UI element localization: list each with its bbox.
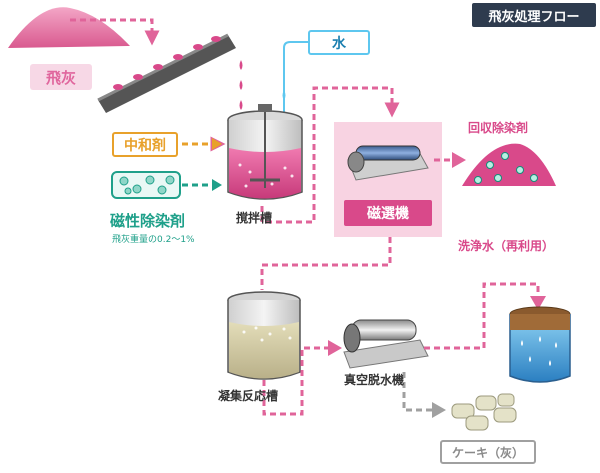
magnetic-separator-label: 磁選機: [344, 200, 432, 226]
recovered-decon-label: 回収除染剤: [468, 121, 529, 135]
floc-to-dewater-arrow: [262, 346, 332, 416]
neutralizer-label: 中和剤: [112, 132, 178, 157]
recovered-decon-pile-icon: [462, 143, 556, 186]
wash-water-label: 洗浄水（再利用）: [458, 239, 555, 253]
fly-ash-arrow: [70, 18, 160, 46]
water-pipe: [283, 41, 338, 120]
tank-to-separator-arrow: [260, 86, 400, 224]
dewater-to-water-arrow: [424, 282, 540, 350]
vacuum-dewater-icon: [343, 319, 429, 369]
fly-ash-pile-icon: [8, 7, 130, 48]
flocculation-tank-label: 凝集反応槽: [218, 389, 279, 403]
cake-label: ケーキ（灰）: [440, 440, 536, 464]
vacuum-dewater-label: 真空脱水機: [344, 373, 405, 387]
magnetic-decon-icon: [111, 171, 181, 199]
magnetic-decon-label: 磁性除染剤: [110, 212, 186, 230]
water-tank-icon: [509, 306, 571, 383]
conveyor-icon: [97, 33, 236, 113]
mixing-tank-label: 撹拌槽: [236, 211, 273, 225]
dosage-note: 飛灰重量の0.2〜1%: [112, 235, 195, 245]
separator-to-floc-arrow: [260, 237, 392, 290]
cake-icon: [451, 393, 517, 431]
mixing-tank-icon: [227, 104, 303, 200]
magnetic-separator-icon: [347, 145, 429, 181]
water-label: 水: [308, 30, 370, 55]
diagram-title: 飛灰処理フロー: [472, 3, 596, 27]
fly-ash-label: 飛灰: [30, 64, 92, 90]
dewater-to-cake-arrow: [402, 372, 436, 412]
flocculation-tank-icon: [227, 291, 301, 380]
